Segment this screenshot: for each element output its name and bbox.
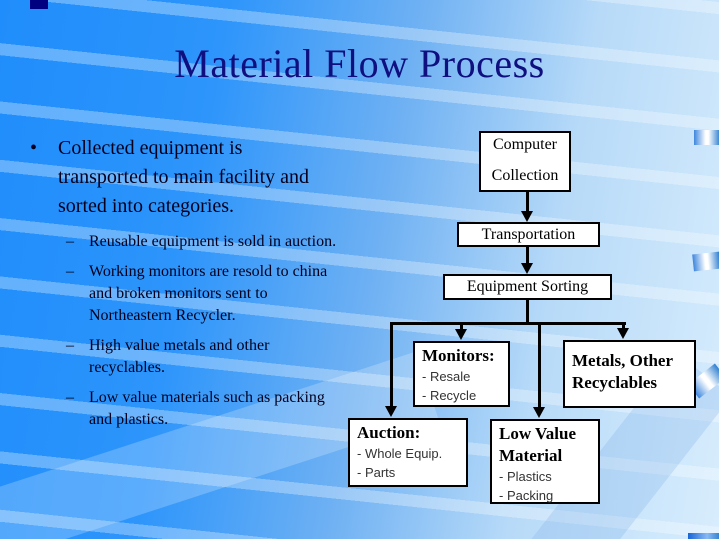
sub-bullet: – High value metals and other recyclable… bbox=[66, 335, 345, 379]
node-heading: Low Value bbox=[499, 424, 576, 443]
main-bullet-text: Collected equipment is transported to ma… bbox=[58, 137, 310, 217]
connector-line bbox=[622, 322, 625, 330]
decor-capsule-icon bbox=[692, 251, 719, 272]
arrow-down-icon bbox=[617, 328, 629, 339]
arrow-down-icon bbox=[533, 407, 545, 418]
node-item: - Packing bbox=[499, 488, 554, 503]
sub-bullet-text: Working monitors are resold to china and… bbox=[89, 263, 328, 324]
dash-glyph: – bbox=[66, 389, 74, 406]
connector-line bbox=[390, 322, 626, 325]
main-bullet: • Collected equipment is transported to … bbox=[30, 134, 345, 221]
bullet-glyph: • bbox=[30, 137, 38, 159]
node-item: - Resale bbox=[422, 369, 471, 384]
node-equipment-sorting: Equipment Sorting bbox=[443, 274, 612, 300]
sub-bullet: – Low value materials such as packing an… bbox=[66, 387, 345, 431]
arrow-down-icon bbox=[385, 406, 397, 417]
sub-bullet-text: High value metals and other recyclables. bbox=[89, 337, 270, 376]
node-heading: Recyclables bbox=[572, 373, 657, 392]
sub-bullet-text: Low value materials such as packing and … bbox=[89, 389, 325, 428]
sub-bullet: – Working monitors are resold to china a… bbox=[66, 261, 345, 327]
node-heading: Auction: bbox=[357, 423, 421, 442]
page-title: Material Flow Process bbox=[174, 41, 545, 86]
dash-glyph: – bbox=[66, 233, 74, 250]
node-item: - Recycle bbox=[422, 388, 477, 403]
node-auction: Auction: - Whole Equip. - Parts bbox=[348, 418, 468, 487]
arrow-down-icon bbox=[521, 263, 533, 274]
node-text: Equipment Sorting bbox=[466, 278, 589, 295]
node-heading: Material bbox=[499, 446, 563, 465]
node-monitors: Monitors: - Resale - Recycle bbox=[413, 341, 510, 407]
node-heading: Monitors: bbox=[422, 346, 495, 365]
node-metals-recyclables: Metals, Other Recyclables bbox=[563, 340, 696, 408]
node-text: Collection bbox=[491, 167, 559, 184]
node-low-value-material: Low Value Material - Plastics - Packing bbox=[490, 419, 600, 504]
decor-navy-chip-icon bbox=[30, 0, 48, 9]
connector-line bbox=[526, 247, 529, 265]
decor-capsule-icon bbox=[688, 533, 719, 539]
node-computer-collection: Computer Collection bbox=[479, 131, 571, 192]
node-text: Computer bbox=[493, 136, 557, 153]
node-item: - Parts bbox=[357, 465, 396, 480]
node-text: Transportation bbox=[481, 225, 576, 243]
node-transportation: Transportation bbox=[457, 222, 600, 247]
node-heading: Metals, Other bbox=[572, 351, 674, 370]
sub-bullet: – Reusable equipment is sold in auction. bbox=[66, 231, 345, 253]
connector-line bbox=[526, 300, 529, 325]
connector-line bbox=[538, 322, 541, 409]
connector-line bbox=[390, 322, 393, 408]
bullet-list: • Collected equipment is transported to … bbox=[30, 134, 345, 439]
node-item: - Plastics bbox=[499, 469, 552, 484]
arrow-down-icon bbox=[455, 329, 467, 340]
sub-bullet-text: Reusable equipment is sold in auction. bbox=[89, 233, 337, 250]
connector-line bbox=[460, 322, 463, 331]
node-item: - Whole Equip. bbox=[357, 446, 443, 461]
arrow-down-icon bbox=[521, 211, 533, 222]
dash-glyph: – bbox=[66, 263, 74, 280]
decor-capsule-icon bbox=[694, 130, 719, 145]
dash-glyph: – bbox=[66, 337, 74, 354]
connector-line bbox=[526, 191, 529, 213]
